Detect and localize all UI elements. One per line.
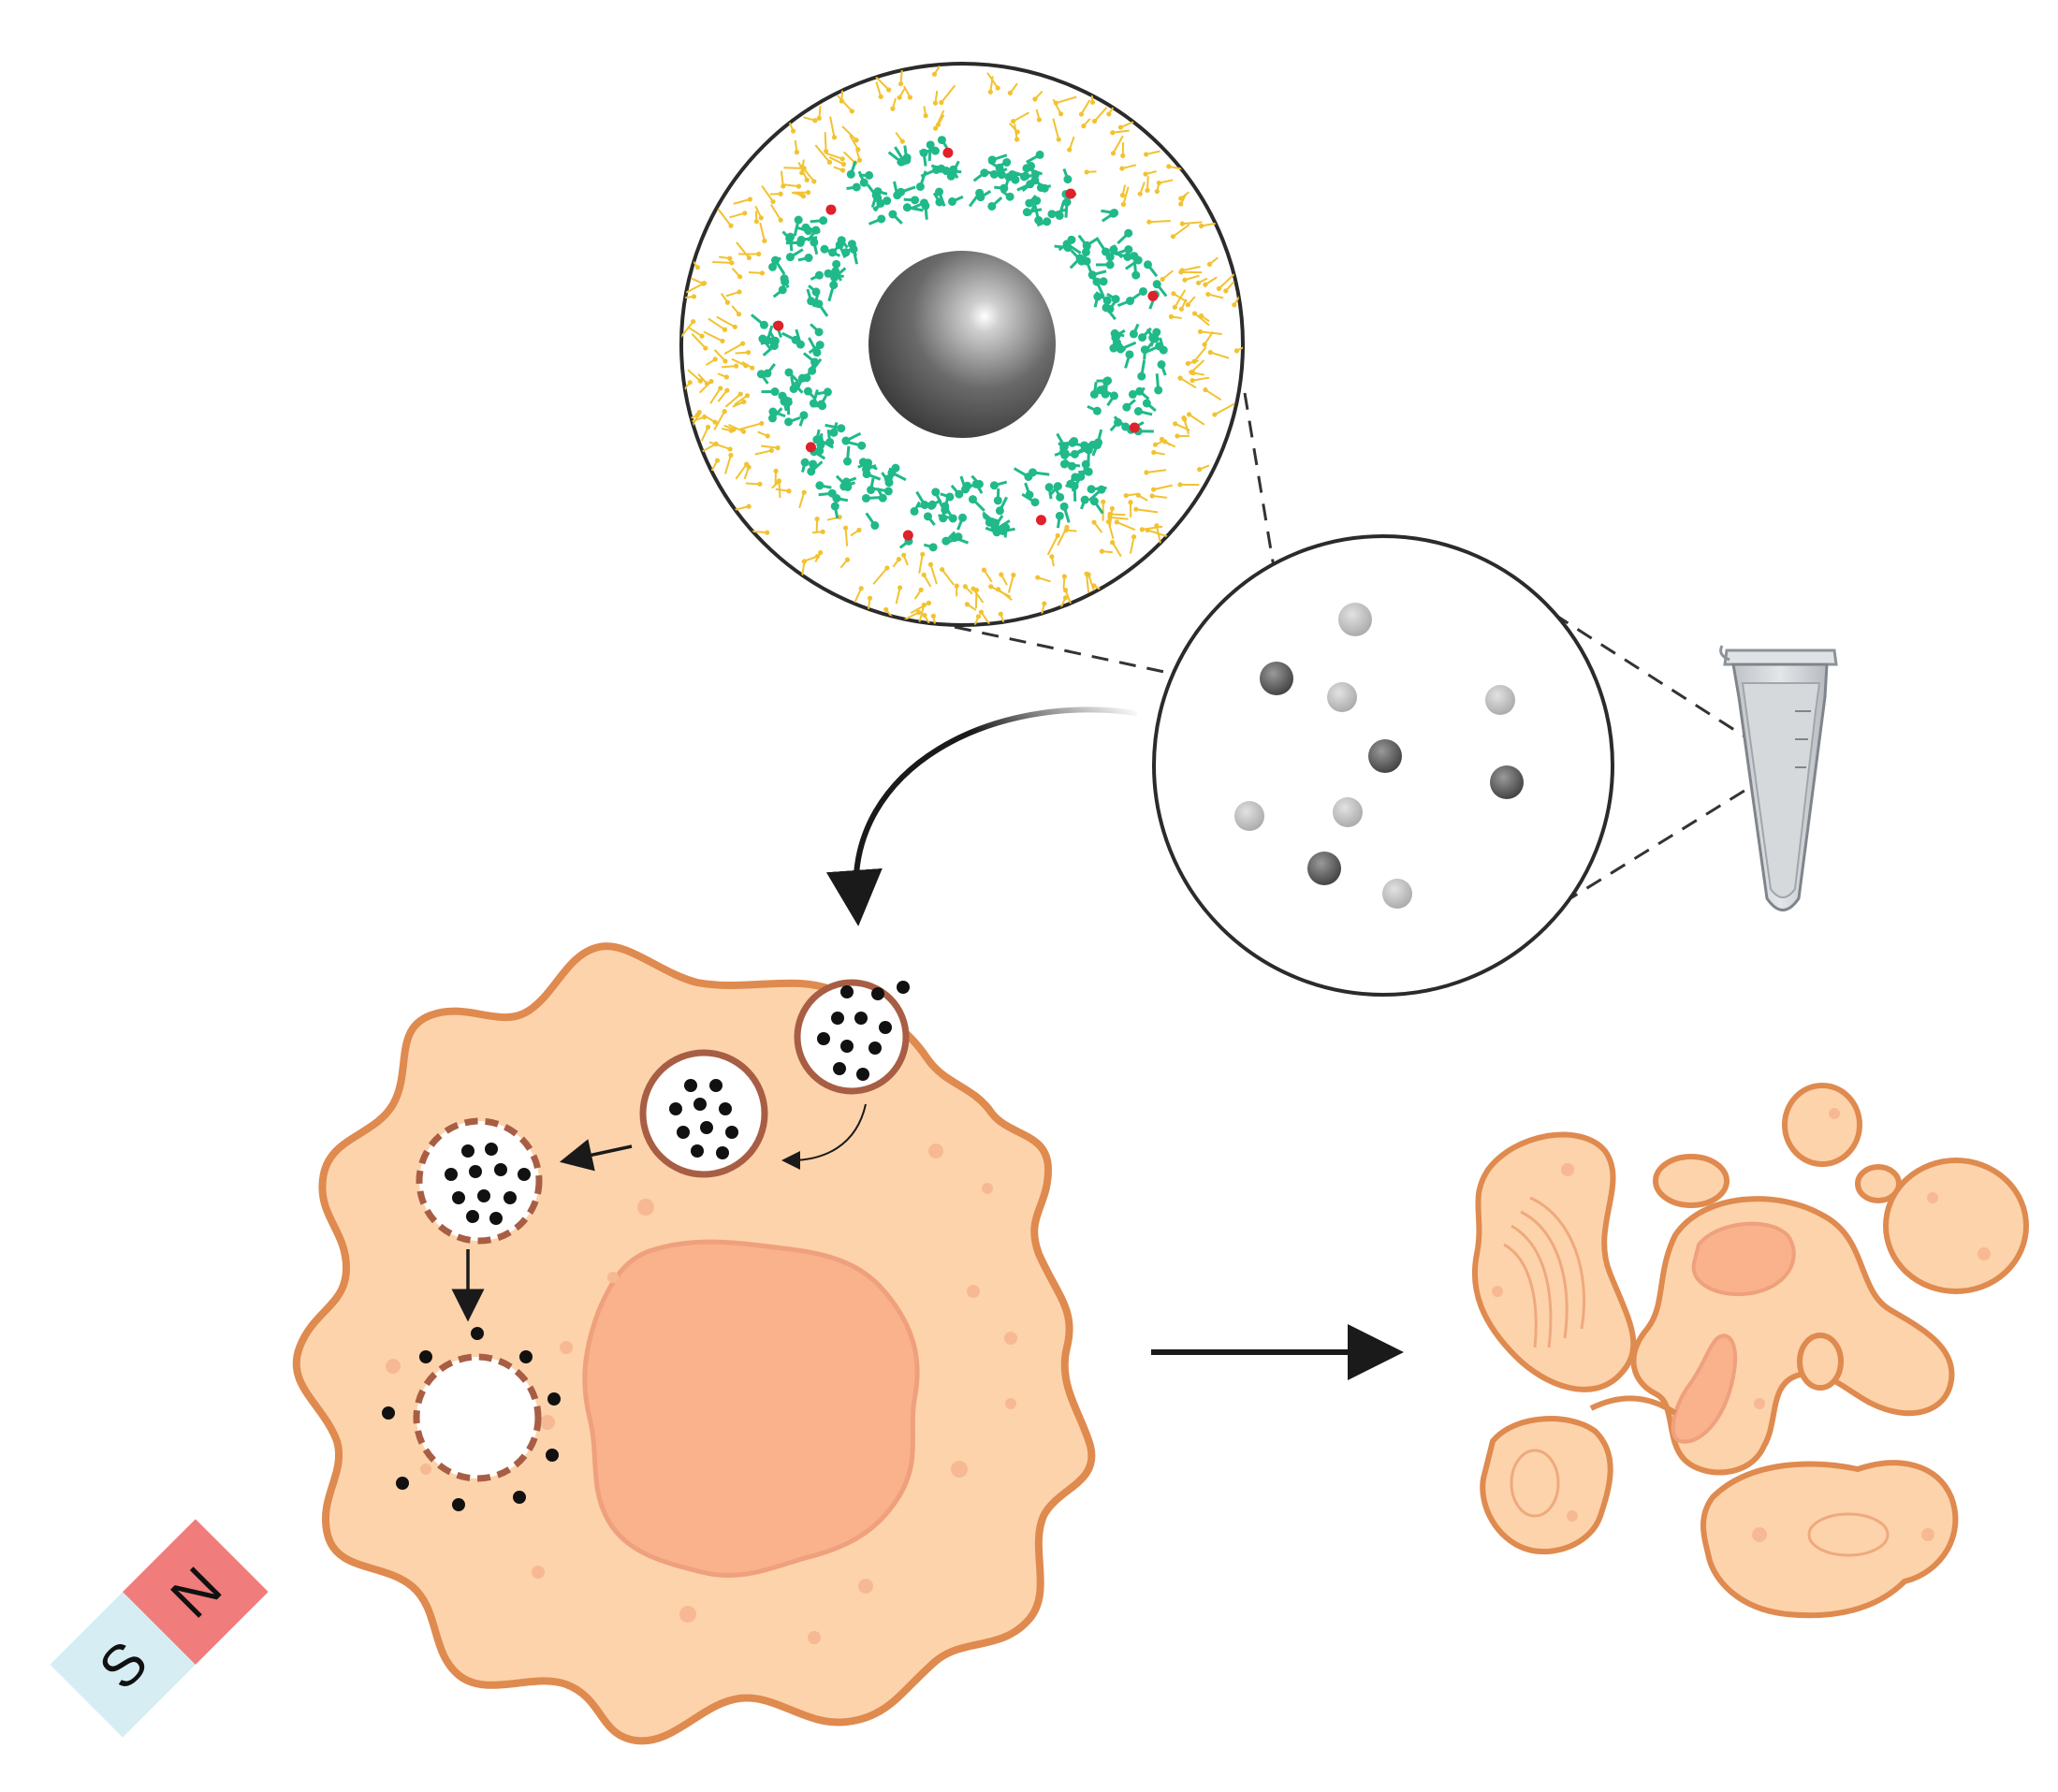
endosome	[639, 1049, 768, 1178]
nanoparticle-dot	[1490, 765, 1524, 799]
nanoparticle-dot	[1368, 739, 1402, 773]
nanoparticle-dot	[1338, 603, 1372, 636]
apoptotic-bodies-icon	[1471, 1083, 2029, 1619]
magnetic-core	[868, 251, 1056, 438]
microcentrifuge-tube-icon	[1719, 645, 1838, 911]
magnet-icon: S N	[50, 1519, 269, 1738]
nanoparticle-dot	[1382, 879, 1412, 909]
nanoparticle-dot	[1327, 682, 1357, 712]
nanoparticle-dot	[1234, 801, 1264, 831]
nucleus	[582, 1239, 920, 1579]
cytoplasm-granules	[386, 1116, 1017, 1644]
endocytic-vesicle-budding	[794, 979, 910, 1095]
nanoparticle-dispersion	[1152, 534, 1614, 997]
polymer-shell	[750, 136, 1168, 552]
nanoparticle-dot	[1260, 662, 1293, 695]
uptake-arrow	[825, 707, 1138, 926]
nanoparticle-dot	[1485, 685, 1515, 715]
oleic-acid-shell	[681, 65, 1243, 625]
ruptured-lysosome	[382, 1327, 561, 1511]
nanoparticle-dot	[1307, 852, 1341, 885]
lysosome	[416, 1117, 543, 1245]
intracellular-arrows	[451, 1103, 867, 1322]
zoom-line-3	[1529, 597, 1779, 760]
nanoparticle-dot	[1333, 797, 1363, 827]
zoom-line-4	[1562, 779, 1760, 905]
magnified-nanoparticle	[679, 62, 1245, 627]
